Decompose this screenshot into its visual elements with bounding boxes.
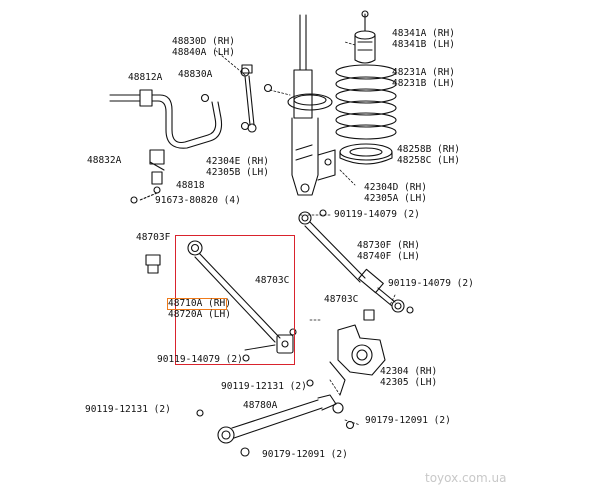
label-48703c-outer: 48703C (324, 294, 359, 305)
bushing-48703c (363, 309, 375, 321)
label-42304e: 42304E (RH)42305B (LH) (206, 156, 269, 178)
highlight-label-frame (167, 298, 227, 310)
highlight-box (175, 235, 295, 365)
label-90119-14079-c: 90119-14079 (2) (157, 354, 243, 365)
label-90179-12091-a: 90179-12091 (2) (365, 415, 451, 426)
label-48703f: 48703F (136, 232, 171, 243)
label-48818: 48818 (176, 180, 205, 191)
trailing-arm (196, 379, 355, 457)
label-90119-12131-b: 90119-12131 (2) (85, 404, 171, 415)
label-48710a: 48710A (RH)48720A (LH) (168, 298, 231, 320)
stabilizer-bar (109, 89, 223, 204)
label-90119-12131-a: 90119-12131 (2) (221, 381, 307, 392)
bump-stopper (354, 10, 376, 64)
label-90119-14079-a: 90119-14079 (2) (334, 209, 420, 220)
spring-insulator (339, 143, 393, 165)
label-48730f: 48730F (RH)48740F (LH) (357, 240, 420, 262)
label-48830d: 48830D (RH)48840A (LH) (172, 36, 235, 58)
label-48703c-inner: 48703C (255, 275, 290, 286)
rear-axle-carrier (329, 324, 386, 396)
label-48258: 48258B (RH)48258C (LH) (397, 144, 460, 166)
watermark: toyox.com.ua (425, 471, 507, 485)
label-91673: 91673-80820 (4) (155, 195, 241, 206)
lateral-arm-right (298, 209, 414, 314)
coil-spring (335, 64, 397, 140)
label-90179-12091-b: 90179-12091 (2) (262, 449, 348, 460)
label-48231: 48231A (RH)48231B (LH) (392, 67, 455, 89)
label-48341: 48341A (RH)48341B (LH) (392, 28, 455, 50)
label-42304d: 42304D (RH)42305A (LH) (364, 182, 427, 204)
strut-shock-absorber (287, 14, 336, 196)
label-48780a: 48780A (243, 400, 278, 411)
label-48832a: 48832A (87, 155, 122, 166)
label-48812a: 48812A (128, 72, 163, 83)
bushing-48703f (145, 254, 161, 274)
label-42304: 42304 (RH)42305 (LH) (380, 366, 438, 388)
label-48830a: 48830A (178, 69, 213, 80)
leader-lines (214, 41, 396, 426)
label-90119-14079-b: 90119-14079 (2) (388, 278, 474, 289)
lateral-arm-highlighted (187, 240, 297, 362)
